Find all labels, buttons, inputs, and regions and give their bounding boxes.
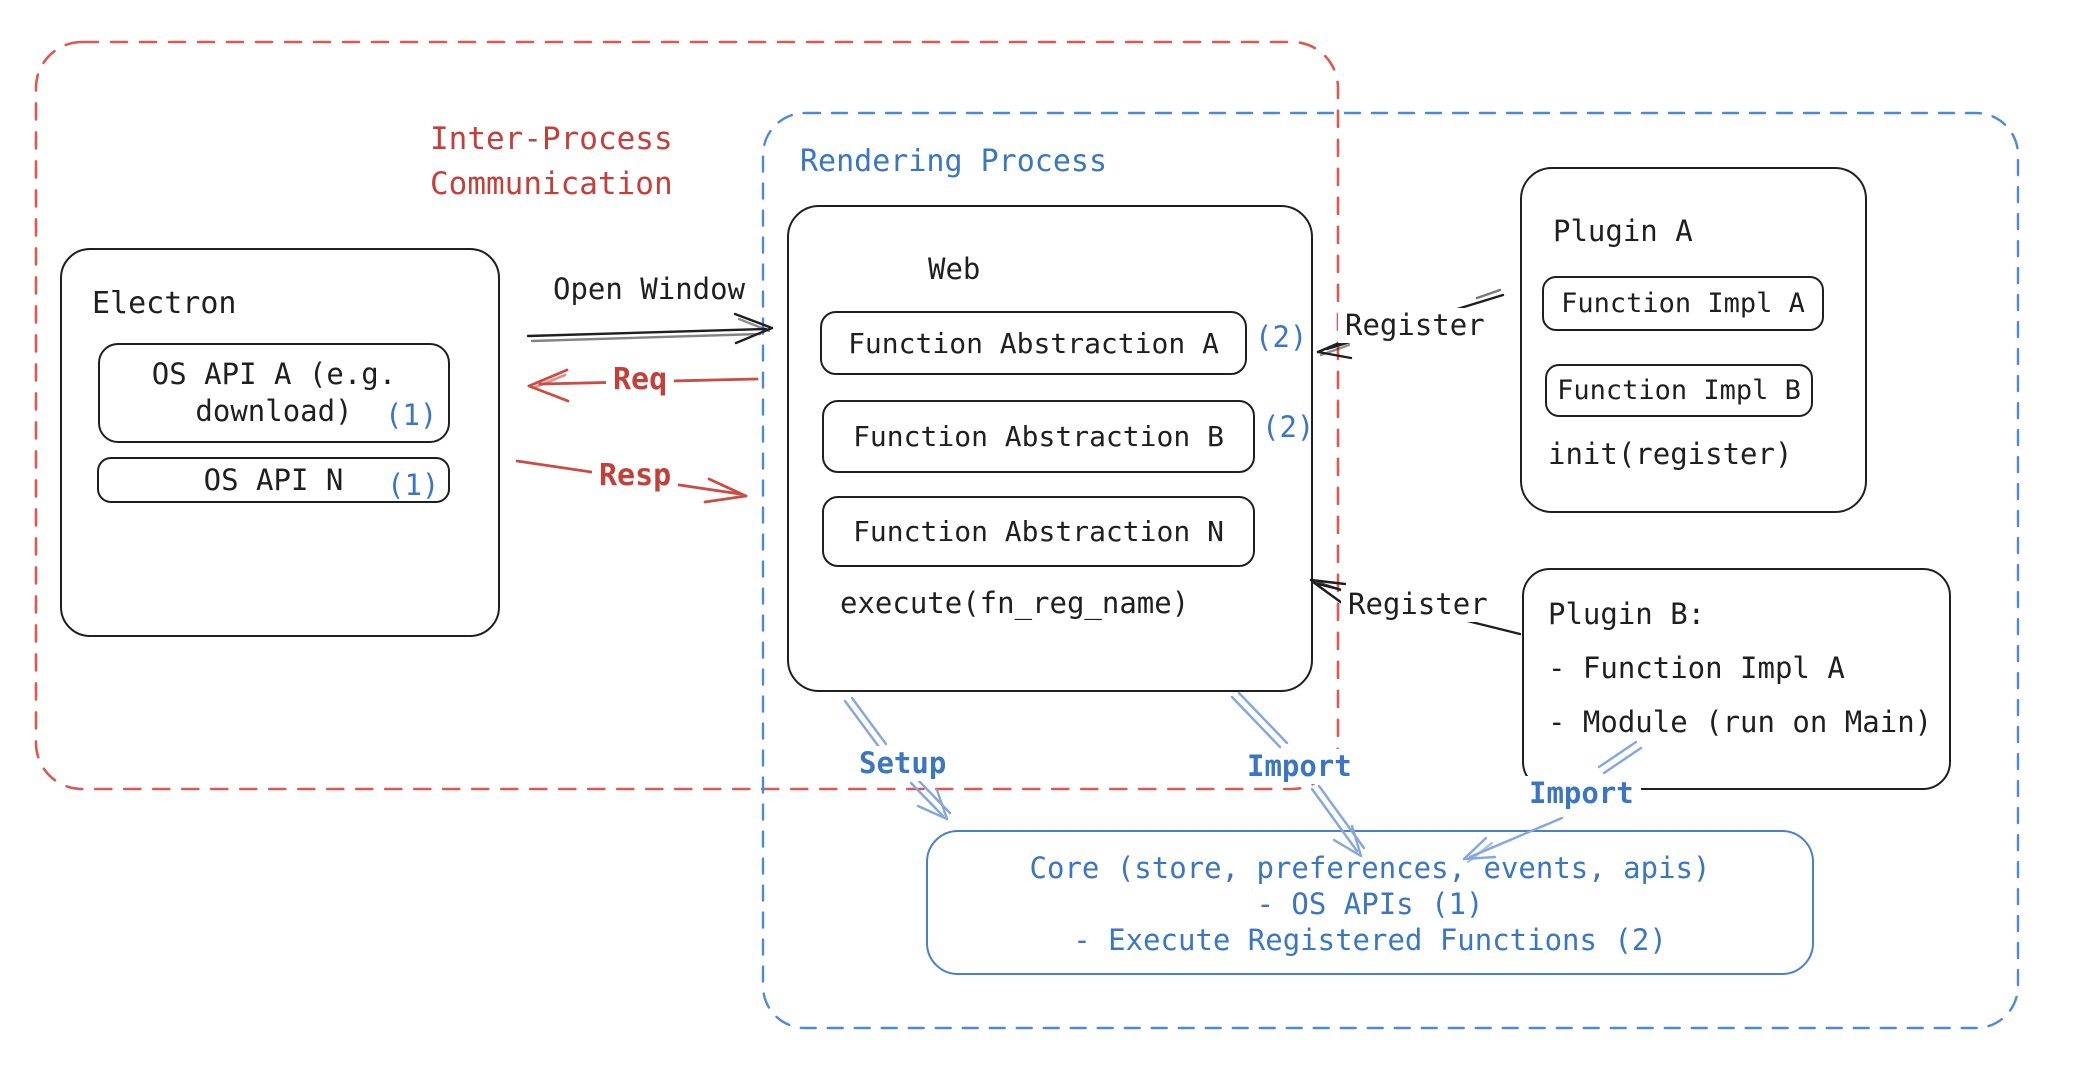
os-api-n-label: OS API N — [203, 463, 344, 497]
function-abstraction-n-label: Function Abstraction N — [853, 515, 1224, 548]
os-api-a-badge: (1) — [385, 398, 438, 432]
plugin-a-title: Plugin A — [1553, 214, 1693, 248]
core-line-1: Core (store, preferences, events, apis) — [1029, 851, 1711, 885]
function-impl-a-box: Function Impl A — [1542, 276, 1824, 331]
function-abstraction-n-box: Function Abstraction N — [822, 496, 1255, 567]
plugin-b-item-1: - Function Impl A — [1548, 651, 1845, 685]
import-plugin-arrow — [1462, 740, 1643, 864]
web-title: Web — [928, 252, 981, 286]
function-impl-b-box: Function Impl B — [1545, 364, 1813, 417]
rendering-process-dashed-frame — [761, 111, 2020, 1030]
open-window-arrow — [526, 312, 774, 345]
os-api-a-box: OS API A (e.g.download) — [98, 343, 450, 443]
function-abstraction-b-label: Function Abstraction B — [853, 420, 1224, 453]
register-bottom-label: Register — [1341, 587, 1495, 622]
plugin-b-item-2: - Module (run on Main) — [1548, 705, 1933, 739]
import-web-arrow — [1230, 691, 1366, 858]
os-api-n-badge: (1) — [387, 468, 440, 502]
plugin-b-box — [1522, 568, 1951, 790]
plugin-a-init-label: init(register) — [1548, 437, 1793, 471]
function-impl-b-label: Function Impl B — [1557, 375, 1801, 406]
open-window-label: Open Window — [553, 272, 746, 306]
core-body: Core (store, preferences, events, apis)-… — [926, 850, 1814, 958]
function-impl-a-label: Function Impl A — [1561, 288, 1805, 319]
os-api-n-box: OS API N — [97, 457, 450, 503]
rendering-process-label: Rendering Process — [800, 144, 1108, 179]
electron-title: Electron — [92, 286, 237, 321]
function-abstraction-a-badge: (2) — [1255, 320, 1308, 354]
req-label: Req — [606, 362, 675, 398]
import-plugin-label: Import — [1522, 776, 1641, 811]
setup-arrow — [843, 696, 952, 821]
register-top-label: Register — [1338, 308, 1492, 343]
plugin-a-box — [1520, 167, 1867, 513]
function-abstraction-a-label: Function Abstraction A — [848, 326, 1219, 360]
execute-label: execute(fn_reg_name) — [840, 586, 1190, 620]
ipc-dashed-frame — [34, 40, 1340, 791]
core-line-3: - Execute Registered Functions (2) — [1073, 923, 1667, 957]
plugin-b-body: Plugin B: - Function Impl A - Module (run … — [1548, 587, 1932, 749]
core-box — [926, 830, 1814, 975]
function-abstraction-a-box: Function Abstraction A — [820, 311, 1247, 375]
setup-label: Setup — [852, 746, 954, 781]
function-abstraction-b-box: Function Abstraction B — [822, 400, 1255, 473]
resp-label: Resp — [592, 458, 679, 494]
plugin-b-title: Plugin B: — [1548, 597, 1706, 631]
import-web-label: Import — [1240, 749, 1359, 784]
core-line-2: - OS APIs (1) — [1256, 887, 1484, 921]
os-api-a-label: OS API A (e.g.download) — [151, 357, 397, 428]
function-abstraction-b-badge: (2) — [1262, 410, 1315, 444]
